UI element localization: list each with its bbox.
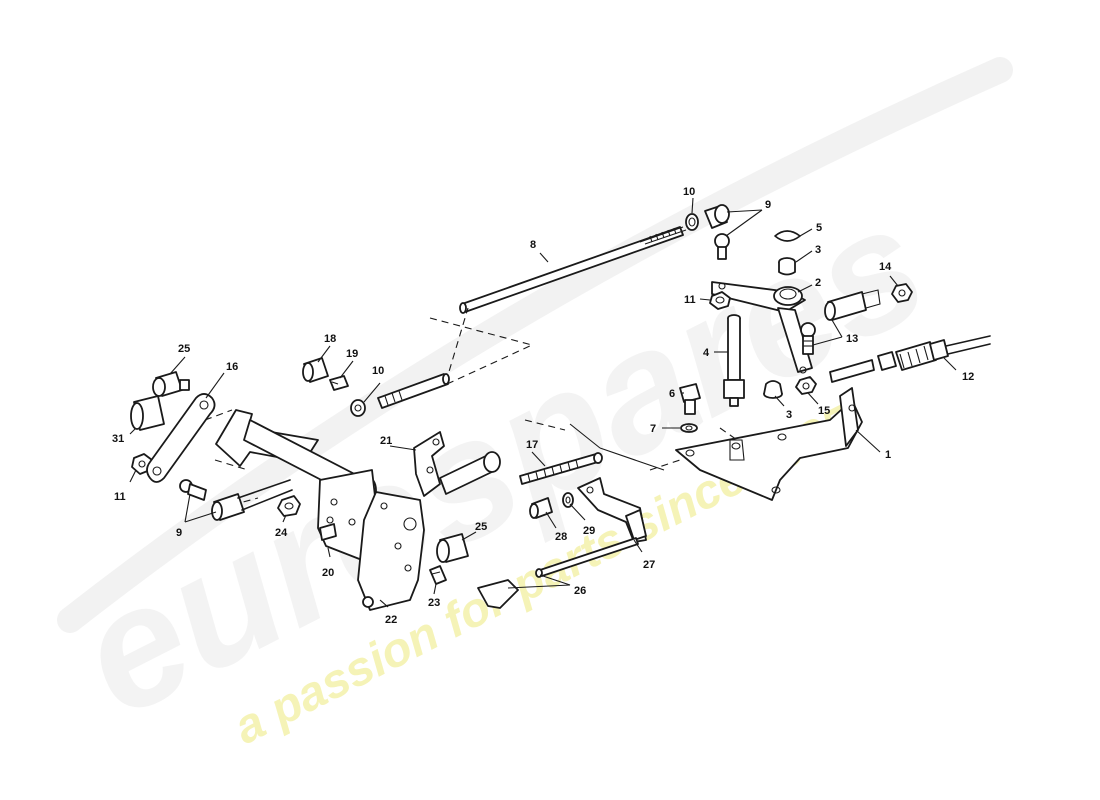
cable-part-12 (829, 335, 991, 383)
callout-7: 7 (650, 423, 656, 435)
bush-part-25-left (152, 371, 190, 397)
callout-21: 21 (380, 435, 392, 447)
bush-part-18 (302, 357, 329, 383)
stud-part-middle (377, 373, 450, 409)
plate-part-22 (357, 491, 425, 611)
screw-part-19 (329, 375, 349, 391)
shaft-part-4 (723, 314, 745, 407)
callout-1: 1 (885, 449, 891, 461)
callout-24: 24 (275, 527, 288, 539)
callout-22: 22 (385, 614, 397, 626)
callout-17: 17 (526, 439, 538, 451)
callout-6: 6 (669, 388, 675, 400)
link-part-16 (146, 393, 216, 483)
callout-9-left: 9 (176, 527, 182, 539)
pedal-lever-part-27 (577, 477, 647, 543)
callout-11-left: 11 (114, 491, 126, 503)
callout-25-right: 25 (475, 521, 487, 533)
ball-joint-part-9-top (704, 204, 730, 260)
callout-29: 29 (583, 525, 595, 537)
nut-part-10-middle (350, 399, 366, 417)
callout-26: 26 (574, 585, 586, 597)
callout-13: 13 (846, 333, 858, 345)
callout-10-middle: 10 (372, 365, 384, 377)
nut-part-24 (277, 495, 301, 517)
washer-part-7 (680, 423, 698, 433)
nut-part-10-top (685, 213, 699, 231)
callout-25-left: 25 (178, 343, 190, 355)
hidden-edge (569, 423, 665, 471)
lever-part-2 (711, 281, 813, 374)
callout-27: 27 (643, 559, 655, 571)
construction-line (524, 419, 741, 471)
callout-19: 19 (346, 348, 358, 360)
threaded-rod-part-17 (519, 452, 603, 485)
sleeve-part-31 (130, 395, 165, 431)
nut-part-14 (891, 283, 913, 303)
callout-9-top: 9 (765, 199, 771, 211)
callout-2: 2 (815, 277, 821, 289)
callout-14: 14 (879, 261, 892, 273)
callout-labels: 1 2 3 3 4 5 6 7 8 9 9 10 10 11 11 12 13 … (112, 186, 974, 626)
construction-line (429, 307, 534, 387)
bush-part-3-top (778, 257, 796, 276)
callout-28: 28 (555, 531, 567, 543)
callout-23: 23 (428, 597, 440, 609)
callout-12: 12 (962, 371, 974, 383)
callout-18: 18 (324, 333, 336, 345)
rod-part-8 (459, 226, 687, 314)
callout-20: 20 (322, 567, 334, 579)
pedal-rod-part-26 (535, 537, 639, 578)
callout-3-top: 3 (815, 244, 821, 256)
callout-10-top: 10 (683, 186, 695, 198)
bush-part-25-right (436, 533, 469, 563)
ball-joint-part-9-left (179, 479, 293, 521)
bolt-part-6 (679, 383, 701, 415)
arm-part-21 (413, 431, 501, 497)
leader-lines (129, 197, 957, 608)
ball-stud-part-13 (800, 322, 816, 355)
callout-31: 31 (112, 433, 124, 445)
callout-3-lower: 3 (786, 409, 792, 421)
bracket-part-1 (675, 387, 863, 501)
callout-16: 16 (226, 361, 238, 373)
callout-4: 4 (703, 347, 710, 359)
callout-8: 8 (530, 239, 536, 251)
screw-part-23 (429, 565, 447, 585)
callout-5: 5 (816, 222, 822, 234)
callout-11-right: 11 (684, 294, 696, 306)
washer-part-29 (562, 492, 574, 508)
callout-15: 15 (818, 405, 830, 417)
knob-part-26 (477, 579, 519, 609)
nut-part-15 (795, 376, 817, 395)
bush-part-3-lower (763, 380, 783, 399)
nut-part-11-right (709, 291, 731, 310)
adjuster-part-13-socket (824, 289, 881, 321)
